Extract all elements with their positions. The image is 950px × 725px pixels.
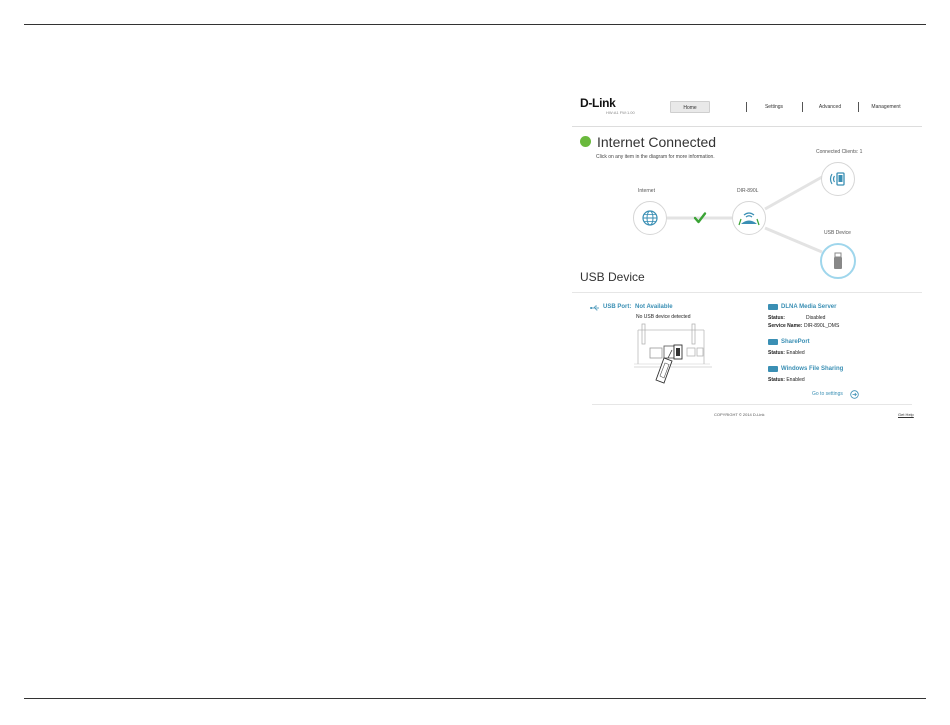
nav-management[interactable]: Management xyxy=(871,104,901,110)
connection-check-icon xyxy=(693,212,707,224)
usb-port-detail: No USB device detected xyxy=(636,314,691,320)
page-top-rule xyxy=(24,24,926,25)
section-divider xyxy=(572,292,922,293)
shareport-status: Status: Enabled xyxy=(768,350,805,356)
arrow-right-circle-icon[interactable] xyxy=(850,390,859,399)
shareport-status-value: Enabled xyxy=(786,350,805,356)
copyright-text: COPYRIGHT © 2014 D-Link xyxy=(714,412,765,417)
wireless-device-icon xyxy=(829,172,845,186)
router-icon xyxy=(738,212,760,226)
usb-device-node[interactable] xyxy=(820,243,856,279)
dlink-logo: D-Link xyxy=(580,96,616,110)
nav-separator xyxy=(858,102,859,112)
router-label: DIR-890L xyxy=(737,188,759,194)
router-ui-screenshot: D-Link HW:A1 FW:1.00 Home Settings Advan… xyxy=(572,92,922,422)
internet-node[interactable] xyxy=(633,201,667,235)
dlna-status-value: Disabled xyxy=(806,315,826,321)
dlna-title[interactable]: DLNA Media Server xyxy=(781,304,837,310)
connected-status-dot xyxy=(580,136,591,147)
dlna-icon xyxy=(768,304,778,310)
dlna-status-label: Status: xyxy=(768,315,785,321)
windows-file-sharing-title[interactable]: Windows File Sharing xyxy=(781,366,844,372)
nav-home[interactable]: Home xyxy=(670,101,710,113)
connected-clients-label: Connected Clients: 1 xyxy=(816,149,863,155)
globe-icon xyxy=(642,210,658,226)
wfs-status-value: Enabled xyxy=(786,377,805,383)
windows-file-sharing-icon xyxy=(768,366,778,372)
dlna-service-label: Service Name: xyxy=(768,323,803,329)
internet-status-title: Internet Connected xyxy=(597,134,717,150)
nav-separator xyxy=(746,102,747,112)
usb-port-status: Not Available xyxy=(635,304,673,310)
shareport-title[interactable]: SharePort xyxy=(781,339,810,345)
network-diagram-lines xyxy=(667,175,823,254)
usb-port-icon xyxy=(590,305,599,311)
diagram-hint: Click on any item in the diagram for mor… xyxy=(596,154,715,160)
hw-fw-version: HW:A1 FW:1.00 xyxy=(606,110,635,115)
usb-stick-icon xyxy=(834,252,842,269)
router-usb-illustration xyxy=(634,323,712,384)
header-divider xyxy=(572,126,922,127)
footer-divider xyxy=(592,404,912,405)
go-to-settings-link[interactable]: Go to settings xyxy=(812,391,843,397)
connected-clients-node[interactable] xyxy=(821,162,855,196)
dlna-service-value: DIR-890L_DMS xyxy=(804,323,840,329)
nav-separator xyxy=(802,102,803,112)
page-bottom-rule xyxy=(24,698,926,699)
shareport-icon xyxy=(768,339,778,345)
nav-settings[interactable]: Settings xyxy=(764,104,784,110)
internet-label: Internet xyxy=(638,188,655,194)
usb-device-label: USB Device xyxy=(824,230,851,236)
router-node[interactable] xyxy=(732,201,766,235)
nav-advanced[interactable]: Advanced xyxy=(818,104,842,110)
usb-section-title: USB Device xyxy=(580,270,645,284)
windows-file-sharing-status: Status: Enabled xyxy=(768,377,805,383)
usb-port-label: USB Port: xyxy=(603,304,632,310)
get-help-link[interactable]: Get Help xyxy=(898,412,914,417)
